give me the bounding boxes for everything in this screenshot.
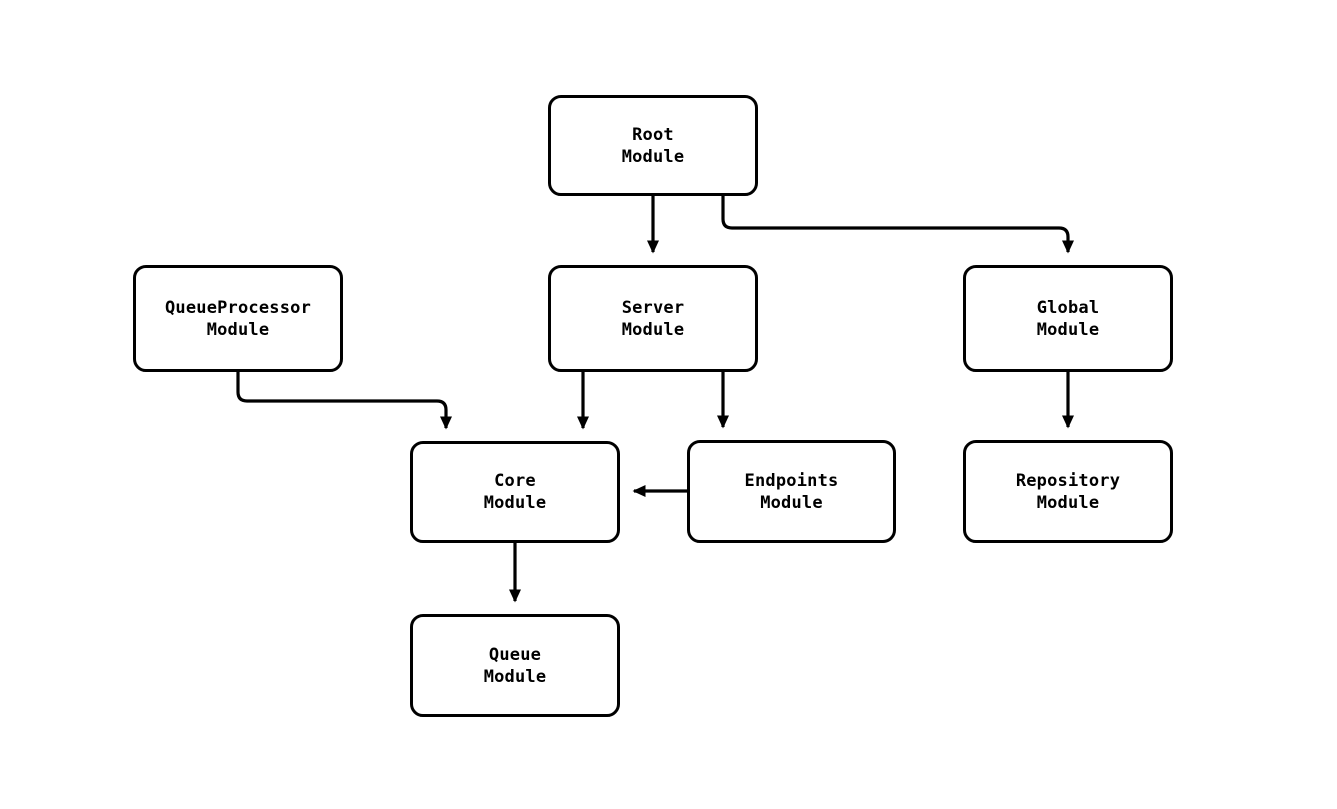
- node-root-module-label: Root Module: [621, 124, 685, 167]
- node-queue-module[interactable]: Queue Module: [410, 614, 620, 717]
- edge-root-to-global: [721, 196, 1074, 254]
- node-global-module-label: Global Module: [1036, 297, 1100, 340]
- node-queueprocessor-module-label: QueueProcessor Module: [164, 297, 312, 340]
- node-server-module[interactable]: Server Module: [548, 265, 758, 372]
- node-endpoints-module-label: Endpoints Module: [744, 470, 839, 513]
- node-global-module[interactable]: Global Module: [963, 265, 1173, 372]
- node-core-module-label: Core Module: [483, 471, 547, 513]
- node-server-module-label: Server Module: [621, 297, 685, 340]
- node-queueprocessor-module[interactable]: QueueProcessor Module: [133, 265, 343, 372]
- node-endpoints-module[interactable]: Endpoints Module: [687, 440, 896, 543]
- node-repository-module-label: Repository Module: [1015, 470, 1121, 513]
- node-core-module[interactable]: Core Module: [410, 441, 620, 543]
- node-queue-module-label: Queue Module: [483, 644, 547, 687]
- node-root-module[interactable]: Root Module: [548, 95, 758, 196]
- edge-queueprocessor-to-core: [236, 372, 452, 430]
- node-repository-module[interactable]: Repository Module: [963, 440, 1173, 543]
